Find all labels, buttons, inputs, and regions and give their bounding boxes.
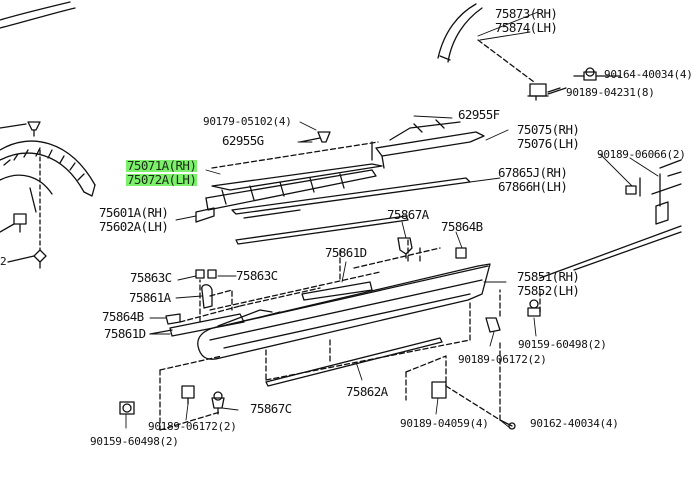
label-75873-rh: 75873(RH) xyxy=(495,6,558,21)
label-75851-rh: 75851(RH) xyxy=(517,269,580,284)
main-rocker-panel xyxy=(197,263,491,360)
label-75874-lh: 75874(LH) xyxy=(495,20,558,35)
label-75863c-left: 75863C xyxy=(130,270,172,285)
label-75862a: 75862A xyxy=(346,384,388,399)
label-90189-04059: 90189-04059(4) xyxy=(400,417,489,430)
label-90189-06172-right: 90189-06172(2) xyxy=(458,353,547,366)
label-90179-05102: 90179-05102(4) xyxy=(203,115,292,128)
label-75864b-top: 75864B xyxy=(441,219,483,234)
top-right-fasteners xyxy=(477,39,621,101)
label-62955f: 62955F xyxy=(458,107,500,122)
leader-lines xyxy=(125,11,659,429)
label-75867a: 75867A xyxy=(387,207,429,222)
left-small-parts xyxy=(149,269,245,337)
label-75076-lh: 75076(LH) xyxy=(517,136,580,151)
label-75867c: 75867C xyxy=(250,401,292,416)
label-75601a-rh: 75601A(RH) xyxy=(99,205,169,220)
label-75075-rh: 75075(RH) xyxy=(517,122,580,137)
label-75071a-rh: 75071A(RH) xyxy=(126,158,198,173)
label-edge-2: 2 xyxy=(0,255,7,268)
label-75863c-right: 75863C xyxy=(236,268,278,283)
label-90162-40034: 90162-40034(4) xyxy=(530,417,619,430)
lower-strip xyxy=(235,215,409,245)
label-75852-lh: 75852(LH) xyxy=(517,283,580,298)
label-67865j-rh: 67865J(RH) xyxy=(498,165,568,180)
front-wheel-arch-liner xyxy=(0,140,96,197)
label-90189-06066: 90189-06066(2) xyxy=(597,148,686,161)
label-67866h-lh: 67866H(LH) xyxy=(498,179,568,194)
panel-clips xyxy=(119,237,541,430)
right-side-bracket xyxy=(539,159,682,279)
label-90189-04231: 90189-04231(8) xyxy=(566,86,655,99)
left-fasteners xyxy=(0,121,47,269)
label-90159-60498-right: 90159-60498(2) xyxy=(518,338,607,351)
label-75072a-lh: 75072A(LH) xyxy=(126,172,198,187)
front-fender-corner xyxy=(0,1,76,29)
label-62955g: 62955G xyxy=(222,133,264,148)
label-75861a: 75861A xyxy=(129,290,171,305)
upper-rocker-molding xyxy=(195,119,485,223)
label-75861d-left: 75861D xyxy=(104,326,146,341)
label-90159-60498-left: 90159-60498(2) xyxy=(90,435,179,448)
label-90189-06172-left: 90189-06172(2) xyxy=(148,420,237,433)
bottom-strip xyxy=(265,337,443,387)
label-75864b-left: 75864B xyxy=(102,309,144,324)
label-90164-40034: 90164-40034(4) xyxy=(604,68,693,81)
rear-fender-arch xyxy=(437,3,483,63)
inner-dashed-frame xyxy=(159,239,541,431)
label-75861d-top: 75861D xyxy=(325,245,367,260)
label-75602a-lh: 75602A(LH) xyxy=(99,219,169,234)
